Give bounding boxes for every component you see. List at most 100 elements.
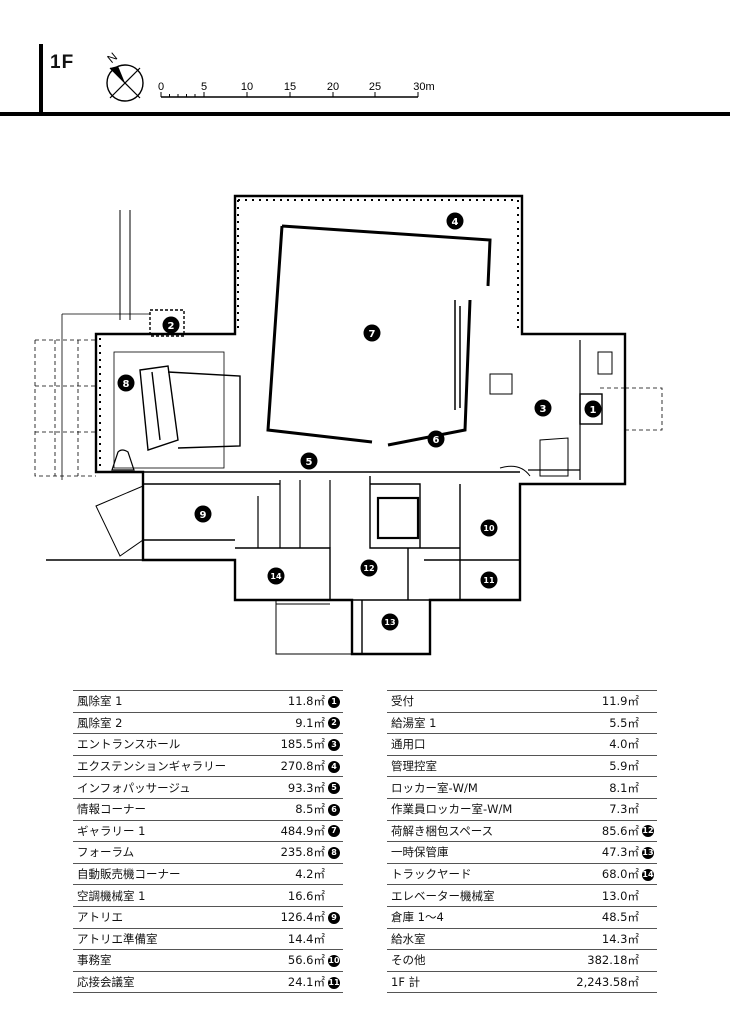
room-marker-cell bbox=[639, 798, 657, 821]
room-marker-cell bbox=[325, 884, 343, 907]
room-name: 管理控室 bbox=[387, 755, 555, 778]
room-area: 126.4㎡ bbox=[268, 906, 325, 929]
room-area: 185.5㎡ bbox=[268, 733, 325, 756]
room-marker-cell: 7 bbox=[325, 820, 343, 843]
room-area: 47.3㎡ bbox=[554, 841, 639, 864]
room-name: アトリエ bbox=[73, 906, 269, 929]
room-name: トラックヤード bbox=[387, 863, 555, 886]
room-area: 24.1㎡ bbox=[268, 971, 325, 994]
room-marker-badge: 13 bbox=[642, 846, 654, 859]
room-area: 93.3㎡ bbox=[268, 776, 325, 799]
room-name: 応接会議室 bbox=[73, 971, 269, 994]
room-name: 自動販売機コーナー bbox=[73, 863, 269, 886]
room-name: 作業員ロッカー室-W/M bbox=[387, 798, 555, 821]
room-name: インフォパッサージュ bbox=[73, 776, 269, 799]
room-marker-cell: 10 bbox=[325, 949, 343, 972]
svg-text:1: 1 bbox=[590, 405, 597, 416]
room-name: 給水室 bbox=[387, 928, 555, 951]
room-area: 11.8㎡ bbox=[268, 690, 325, 713]
room-marker-cell bbox=[325, 928, 343, 951]
room-marker-badge: 3 bbox=[328, 738, 340, 751]
room-marker: 14 bbox=[267, 567, 285, 585]
room-name: 一時保管庫 bbox=[387, 841, 555, 864]
room-marker-cell: 12 bbox=[639, 820, 657, 843]
room-marker-cell: 1 bbox=[325, 690, 343, 713]
room-marker-cell: 3 bbox=[325, 733, 343, 756]
header-vertical-rule bbox=[39, 44, 43, 114]
room-name: 通用口 bbox=[387, 733, 555, 756]
scale-tick-label: 15 bbox=[284, 81, 296, 93]
room-area: 382.18㎡ bbox=[554, 949, 639, 972]
room-area: 8.5㎡ bbox=[268, 798, 325, 821]
room-marker-cell: 11 bbox=[325, 971, 343, 994]
room-marker-badge: 2 bbox=[328, 717, 340, 730]
room-marker: 6 bbox=[427, 430, 445, 448]
room-marker-badge: 14 bbox=[642, 868, 654, 881]
room-area: 5.9㎡ bbox=[554, 755, 639, 778]
room-marker-cell: 5 bbox=[325, 776, 343, 799]
room-marker: 9 bbox=[194, 505, 212, 523]
scale-tick-label: 5 bbox=[201, 81, 207, 93]
room-area: 8.1㎡ bbox=[554, 776, 639, 799]
room-marker-cell: 4 bbox=[325, 755, 343, 778]
svg-text:11: 11 bbox=[483, 576, 495, 585]
room-name: アトリエ準備室 bbox=[73, 928, 269, 951]
room-marker-cell bbox=[639, 755, 657, 778]
room-marker-cell bbox=[639, 906, 657, 929]
room-name: ロッカー室-W/M bbox=[387, 776, 555, 799]
room-marker-badge: 10 bbox=[328, 954, 340, 967]
room-marker-badge: 7 bbox=[328, 825, 340, 838]
room-marker-badge: 12 bbox=[642, 825, 654, 838]
room-name: フォーラム bbox=[73, 841, 269, 864]
room-markers: 1 2 3 4 5 6 7 8 9 10 11 12 13 14 bbox=[117, 212, 602, 631]
room-name: エレベーター機械室 bbox=[387, 884, 555, 907]
room-marker-cell: 14 bbox=[639, 863, 657, 886]
room-marker-badge: 9 bbox=[328, 911, 340, 924]
room-marker-cell bbox=[639, 928, 657, 951]
room-marker-cell bbox=[639, 776, 657, 799]
room-area: 48.5㎡ bbox=[554, 906, 639, 929]
room-marker-badge: 5 bbox=[328, 782, 340, 795]
room-marker-cell bbox=[639, 884, 657, 907]
room-marker: 1 bbox=[584, 400, 602, 418]
room-marker: 10 bbox=[480, 519, 498, 537]
room-name: 風除室 1 bbox=[73, 690, 269, 713]
scale-bar: 0 5 10 15 20 25 30m bbox=[158, 81, 435, 98]
svg-text:13: 13 bbox=[384, 618, 395, 627]
svg-text:4: 4 bbox=[452, 217, 459, 228]
room-name: エントランスホール bbox=[73, 733, 269, 756]
room-area: 68.0㎡ bbox=[554, 863, 639, 886]
room-area: 484.9㎡ bbox=[268, 820, 325, 843]
svg-text:12: 12 bbox=[363, 564, 374, 573]
room-marker-cell bbox=[639, 971, 657, 994]
room-name: 1F 計 bbox=[387, 971, 555, 994]
svg-text:7: 7 bbox=[369, 329, 376, 340]
room-marker-cell bbox=[639, 949, 657, 972]
room-name: 風除室 2 bbox=[73, 712, 269, 735]
room-area: 235.8㎡ bbox=[268, 841, 325, 864]
room-marker: 8 bbox=[117, 374, 135, 392]
svg-text:6: 6 bbox=[433, 435, 440, 446]
room-area: 270.8㎡ bbox=[268, 755, 325, 778]
room-area: 4.2㎡ bbox=[268, 863, 325, 886]
room-marker: 4 bbox=[446, 212, 464, 230]
room-area: 9.1㎡ bbox=[268, 712, 325, 735]
room-marker-cell: 9 bbox=[325, 906, 343, 929]
room-area: 11.9㎡ bbox=[554, 690, 639, 713]
room-area: 4.0㎡ bbox=[554, 733, 639, 756]
room-marker-cell bbox=[639, 733, 657, 756]
room-name: エクステンションギャラリー bbox=[73, 755, 269, 778]
